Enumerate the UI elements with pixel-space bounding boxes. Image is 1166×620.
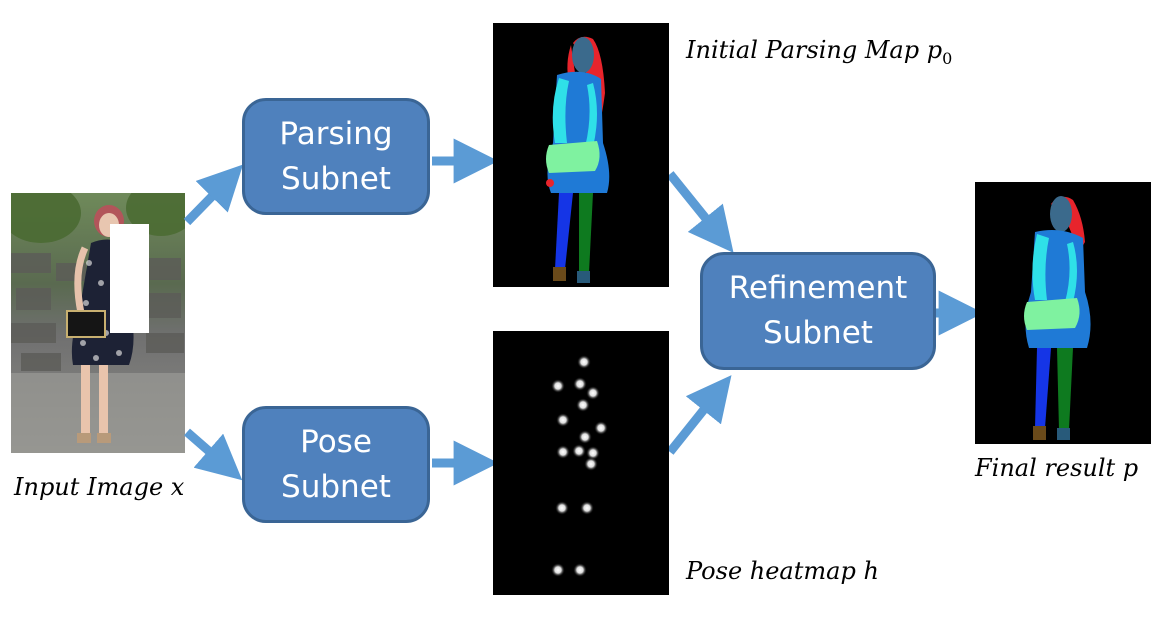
- subscript-zero: 0: [942, 48, 953, 68]
- refinement-subnet-box: Refinement Subnet: [700, 252, 936, 370]
- pose-heatmap-label: Pose heatmap h: [686, 557, 879, 585]
- refinement-subnet-line2: Subnet: [763, 315, 873, 351]
- parsing-subnet-line1: Parsing: [279, 115, 393, 152]
- initial-parsing-map-image: [493, 23, 669, 287]
- arrow-heatmap-to-refinement: [666, 375, 732, 455]
- pose-subnet-box: Pose Subnet: [242, 406, 430, 523]
- input-image-label: Input Image x: [14, 473, 185, 501]
- arrow-input-to-parsing: [183, 164, 244, 226]
- pose-subnet-line2: Subnet: [281, 468, 391, 505]
- pose-heatmap-image: [493, 331, 669, 595]
- parsing-subnet-line2: Subnet: [281, 160, 391, 197]
- refinement-subnet-line1: Refinement: [728, 270, 908, 306]
- initial-parsing-map-label: Initial Parsing Map p0: [686, 36, 953, 68]
- parsing-subnet-box: Parsing Subnet: [242, 98, 430, 215]
- arrow-map-to-refinement: [666, 171, 734, 253]
- pose-subnet-line1: Pose: [300, 423, 372, 460]
- final-result-image: [975, 182, 1151, 444]
- arrow-input-to-pose: [184, 428, 243, 481]
- final-result-label: Final result p: [975, 454, 1139, 482]
- input-image: [11, 193, 185, 453]
